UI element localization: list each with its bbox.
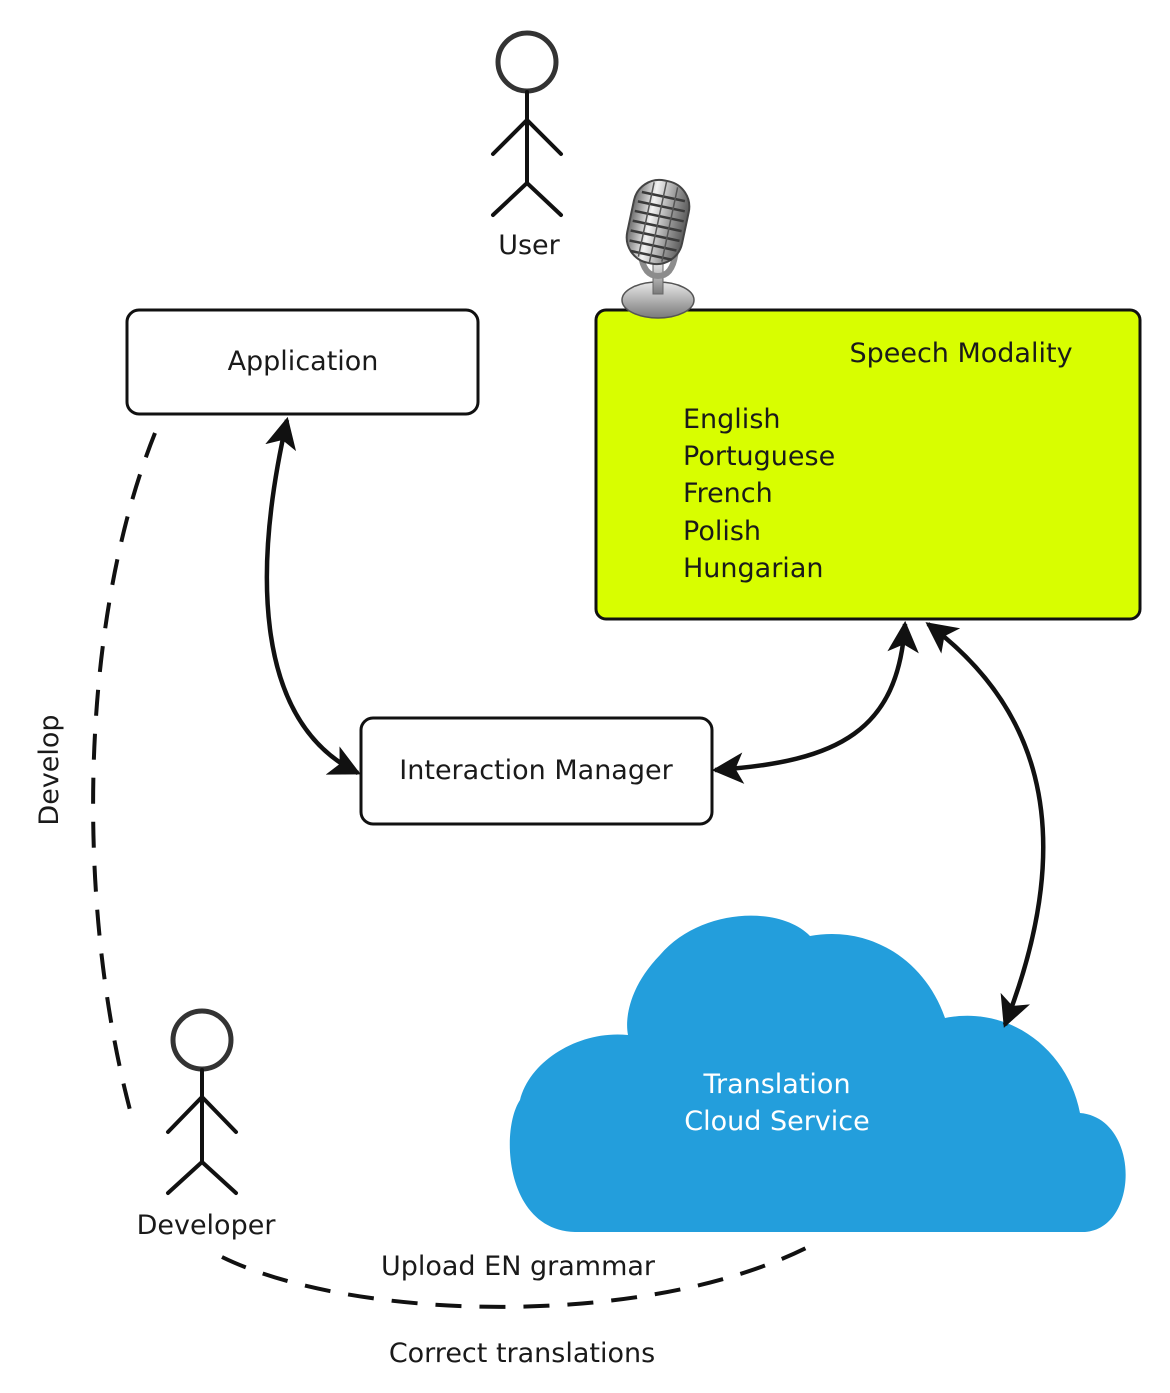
- speech-modality-title: Speech Modality: [849, 338, 1072, 369]
- interaction-manager-label: Interaction Manager: [399, 755, 673, 786]
- user-head: [495, 30, 559, 94]
- user-actor: User: [491, 30, 563, 261]
- language-item: English: [683, 404, 781, 435]
- upload-label: Upload EN grammar: [381, 1251, 656, 1282]
- developer-actor: Developer: [137, 1008, 277, 1241]
- language-item: Hungarian: [683, 553, 823, 584]
- arrow-speech-cloud: [925, 622, 1046, 1028]
- application-node: Application: [125, 308, 480, 416]
- speech-modality-box: [594, 308, 1142, 621]
- develop-label: Develop: [34, 714, 65, 825]
- interaction-manager-node: Interaction Manager: [359, 716, 714, 826]
- translation-cloud-line1: Translation: [702, 1069, 850, 1100]
- upload-flow: [221, 1246, 807, 1309]
- user-label: User: [498, 230, 560, 261]
- developer-head: [170, 1008, 234, 1072]
- microphone-icon: [621, 178, 695, 319]
- application-label: Application: [228, 346, 379, 377]
- language-item: Polish: [683, 516, 761, 547]
- develop-flow: [91, 432, 157, 1111]
- arrow-interaction-speech: [711, 620, 919, 784]
- speech-modality-node: Speech Modality English Portuguese Frenc…: [594, 308, 1142, 621]
- arrow-application-interaction: [264, 416, 361, 776]
- user-body: [491, 90, 563, 217]
- translation-cloud-node: Translation Cloud Service: [509, 915, 1126, 1232]
- application-box: [125, 308, 480, 416]
- developer-body: [166, 1068, 238, 1195]
- correct-label: Correct translations: [389, 1338, 655, 1369]
- translation-cloud-shape: [509, 915, 1126, 1232]
- developer-label: Developer: [137, 1210, 277, 1241]
- language-item: Portuguese: [683, 441, 835, 472]
- language-item: French: [683, 478, 773, 509]
- translation-cloud-line2: Cloud Service: [684, 1106, 870, 1137]
